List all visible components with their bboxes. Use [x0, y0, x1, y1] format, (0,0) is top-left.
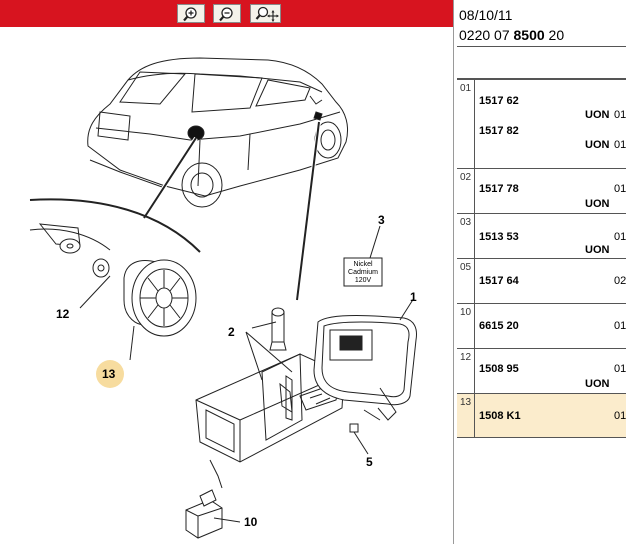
parts-list-panel: 08/10/11 0220 07 8500 20 01 1517 62 UON …: [457, 0, 626, 544]
uon-label: UON: [585, 244, 610, 256]
row-divider: [474, 259, 475, 303]
callout-highlight: [96, 360, 124, 388]
reference-date: 08/10/11: [459, 7, 513, 23]
exploded-view-diagram: 1 2 3 5 10 12 13 Nickel Cadmium 120V: [29, 57, 417, 539]
quantity: 01: [614, 183, 626, 195]
uon-label: UON: [585, 139, 610, 151]
reference-code-bold: 8500: [513, 27, 545, 43]
part-number[interactable]: 1508 95: [479, 363, 519, 375]
part-number[interactable]: 1513 53: [479, 231, 519, 243]
quantity: 02: [614, 275, 626, 287]
flap-marker: [313, 111, 323, 121]
zoom-move-icon: [255, 6, 279, 22]
parts-row-01[interactable]: 01 1517 62 UON 01 1517 82 UON 01: [457, 80, 626, 169]
row-number: 12: [460, 352, 472, 363]
row-divider: [474, 304, 475, 348]
quantity: 01: [614, 231, 626, 243]
part-number[interactable]: 1517 64: [479, 275, 519, 287]
quantity: 01: [614, 320, 626, 332]
list-top-divider: [457, 78, 626, 80]
quantity: 01: [614, 363, 626, 375]
row-divider: [474, 169, 475, 213]
callout-1[interactable]: 1: [410, 290, 417, 304]
part-number[interactable]: 1508 K1: [479, 410, 521, 422]
bulb-part: [269, 307, 287, 351]
row-number: 03: [460, 217, 472, 228]
parts-row-03[interactable]: 03 1513 53 UON 01: [457, 214, 626, 259]
battery-label-line2: Cadmium: [348, 269, 378, 276]
row-number: 10: [460, 307, 472, 318]
reference-code-suffix: 20: [544, 27, 565, 43]
part-number[interactable]: 1517 62: [479, 95, 519, 107]
quantity: 01: [614, 109, 626, 121]
callout-2[interactable]: 2: [228, 325, 235, 339]
battery-label-line1: Nickel: [353, 261, 373, 268]
zoom-in-icon: [183, 7, 197, 22]
row-divider: [474, 214, 475, 258]
callout-10[interactable]: 10: [244, 515, 258, 529]
callout-12[interactable]: 12: [56, 307, 70, 321]
parts-row-05[interactable]: 05 1517 64 02: [457, 259, 626, 304]
part-number[interactable]: 1517 82: [479, 125, 519, 137]
parts-row-13-selected[interactable]: 13 1508 K1 01: [457, 394, 626, 438]
reference-code-prefix: 0220 07: [459, 27, 514, 43]
callout-3[interactable]: 3: [378, 213, 385, 227]
row-divider: [474, 394, 475, 437]
zoom-toolbar: [0, 0, 453, 27]
car-illustration: [87, 57, 349, 208]
zoom-in-button[interactable]: [177, 4, 205, 23]
row-number: 02: [460, 172, 472, 183]
callout-13[interactable]: 13: [102, 367, 116, 381]
row-divider: [474, 349, 475, 393]
flap-door-part: [313, 315, 417, 421]
header-divider: [457, 46, 626, 47]
reference-code: 0220 07 8500 20: [459, 27, 564, 43]
zoom-out-button[interactable]: [213, 4, 241, 23]
battery-label-part: [343, 257, 383, 287]
part-number[interactable]: 6615 20: [479, 320, 519, 332]
part-number[interactable]: 1517 78: [479, 183, 519, 195]
row-number: 13: [460, 397, 472, 408]
battery-label-line3: 120V: [355, 277, 372, 284]
parts-row-10[interactable]: 10 6615 20 01: [457, 304, 626, 349]
zoom-out-icon: [219, 7, 233, 22]
row-number: 05: [460, 262, 472, 273]
uon-label: UON: [585, 109, 610, 121]
row-divider: [474, 80, 475, 168]
uon-label: UON: [585, 198, 610, 210]
uon-label: UON: [585, 378, 610, 390]
quantity: 01: [614, 410, 626, 422]
parts-row-02[interactable]: 02 1517 78 UON 01: [457, 169, 626, 214]
panel-divider: [453, 0, 457, 544]
quantity: 01: [614, 139, 626, 151]
fuel-cap-part: [123, 259, 197, 337]
fuel-flap-marker: [187, 125, 205, 141]
diagram-panel: 1 2 3 5 10 12 13 Nickel Cadmium 120V: [0, 0, 453, 539]
connector-part: [185, 489, 223, 539]
callout-5[interactable]: 5: [366, 455, 373, 469]
row-number: 01: [460, 83, 472, 94]
parts-row-12[interactable]: 12 1508 95 UON 01: [457, 349, 626, 394]
zoom-move-button[interactable]: [250, 4, 281, 23]
